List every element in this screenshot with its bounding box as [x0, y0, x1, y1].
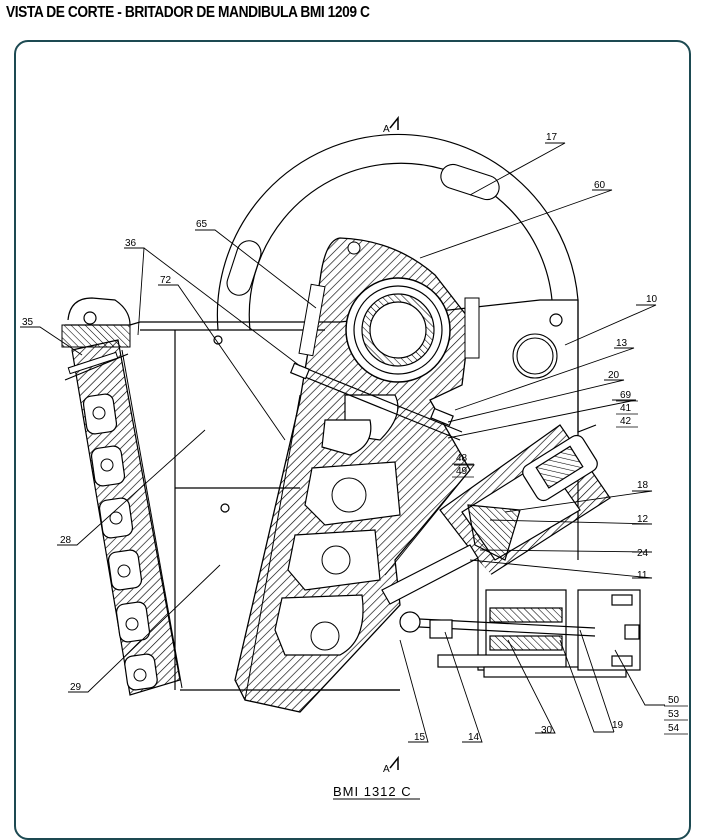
callout-19: 19	[612, 720, 624, 731]
moving-jaw	[234, 237, 480, 713]
bolt-hole	[549, 313, 563, 327]
bolt-hole	[220, 503, 230, 513]
callout-49: 49	[456, 466, 468, 477]
callout-60: 60	[594, 180, 606, 191]
callout-24: 24	[637, 548, 649, 559]
section-marker-bottom: A	[383, 764, 390, 775]
page-title: VISTA DE CORTE - BRITADOR DE MANDIBULA B…	[6, 4, 370, 21]
callout-30: 30	[541, 725, 553, 736]
callout-12: 12	[637, 514, 649, 525]
toggle-assembly	[381, 424, 611, 605]
callout-41: 41	[620, 403, 632, 414]
callout-15: 15	[414, 732, 426, 743]
callout-65: 65	[196, 219, 208, 230]
callout-48: 48	[456, 453, 468, 464]
model-caption: BMI 1312 C	[333, 784, 412, 799]
callout-54: 54	[668, 723, 680, 734]
callout-28: 28	[60, 535, 72, 546]
callout-53: 53	[668, 709, 680, 720]
callout-11: 11	[637, 570, 648, 581]
fixed-jaw	[61, 324, 183, 696]
callout-42: 42	[620, 416, 632, 427]
bolt-hole	[213, 335, 223, 345]
flywheel-outline	[216, 133, 579, 331]
callout-13: 13	[616, 338, 628, 349]
crusher-section-drawing: A A 17 60 65 36 72 35 10 13 20 69 41 42 …	[20, 115, 688, 800]
callout-50: 50	[668, 695, 680, 706]
callout-36: 36	[125, 238, 137, 249]
callout-10: 10	[646, 294, 658, 305]
section-marker-top: A	[383, 124, 390, 135]
callout-69: 69	[620, 390, 632, 401]
callout-72: 72	[160, 275, 172, 286]
callout-35: 35	[22, 317, 34, 328]
callout-29: 29	[70, 682, 82, 693]
tension-spring-assembly	[399, 560, 641, 678]
callout-17: 17	[546, 132, 558, 143]
callout-20: 20	[608, 370, 620, 381]
callout-18: 18	[637, 480, 649, 491]
callouts: 17 60 65 36 72 35 10 13 20 69 41 42 48 4…	[22, 132, 688, 743]
bolt-hole	[83, 311, 97, 325]
callout-14: 14	[468, 732, 480, 743]
